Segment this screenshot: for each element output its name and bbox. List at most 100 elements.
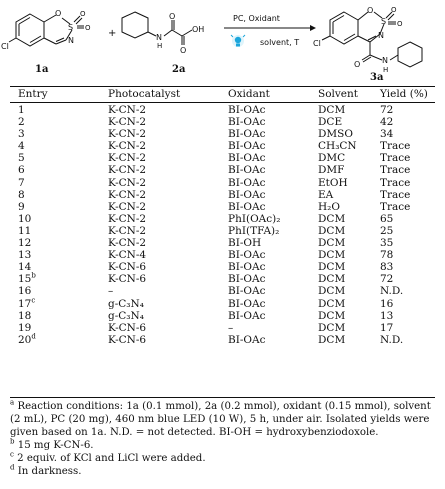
cell-photocatalyst: – [108, 285, 114, 298]
cell-photocatalyst: K-CN-6 [108, 261, 147, 274]
cell-yield: 65 [380, 212, 394, 225]
footnote-d-text: In darkness. [17, 466, 82, 477]
cell-oxidant: BI-OAc [228, 261, 266, 274]
cell-photocatalyst: K-CN-6 [108, 273, 147, 286]
cell-entry: 14 [18, 261, 31, 273]
cell-entry: 12 [18, 237, 31, 249]
o-atom-1a-top: O [80, 10, 86, 18]
cell-yield: 42 [380, 116, 394, 129]
cell-oxidant: BI-OAc [228, 104, 266, 116]
h-atom-2a: H [157, 42, 162, 50]
cell-entry: 13 [18, 249, 31, 261]
o-atom-2a-bottom: O [180, 46, 186, 55]
reactant-1a-label: 1a [35, 64, 49, 75]
cell-oxidant: BI-OAc [228, 188, 266, 201]
cell-solvent: EtOH [318, 176, 348, 189]
cell-oxidant: BI-OAc [228, 309, 266, 322]
entry-number: 9 [18, 200, 25, 213]
cell-oxidant: PhI(OAc)₂ [228, 212, 281, 225]
cell-oxidant: PhI(TFA)₂ [228, 224, 280, 237]
o-atom-3a-top: O [391, 6, 397, 14]
entry-number: 20 [18, 333, 32, 346]
entry-number: 4 [18, 140, 25, 153]
n-atom-1a: N [68, 36, 74, 45]
entry-number: 15 [18, 273, 32, 286]
cell-yield: 25 [380, 224, 394, 237]
cell-oxidant: BI-OH [228, 237, 262, 250]
cell-photocatalyst: K-CN-2 [108, 176, 147, 189]
entry-number: 2 [18, 116, 25, 129]
cell-yield: 72 [380, 273, 394, 286]
entry-number: 14 [18, 261, 32, 274]
cell-solvent: DCM [318, 249, 346, 262]
optimization-table: Entry Photocatalyst Oxidant Solvent Yiel… [10, 86, 435, 346]
cell-entry: 3 [18, 128, 25, 140]
cell-yield: 17 [380, 321, 394, 334]
cell-yield: Trace [380, 152, 411, 165]
footnote-c: c 2 equiv. of KCl and LiCl were added. [10, 451, 435, 465]
cell-solvent: DMSO [318, 128, 353, 141]
reactant-2a-label: 2a [172, 64, 186, 75]
cell-solvent: CH₃CN [318, 140, 357, 153]
cell-entry: 2 [18, 116, 25, 128]
cell-photocatalyst: g-C₃N₄ [108, 309, 144, 322]
entry-number: 1 [18, 104, 25, 116]
reaction-scheme: Cl O S O O N 1a + N H O OH O 2a PC, Oxid… [1, 6, 423, 83]
cell-yield: 83 [380, 261, 394, 274]
cl-atom-1a: Cl [1, 42, 9, 51]
product-3a-benzene-ring [329, 11, 359, 45]
cell-yield: 34 [380, 128, 394, 141]
cell-yield: Trace [380, 176, 411, 189]
cell-yield: Trace [380, 200, 411, 213]
table-bottom-rule [10, 397, 435, 398]
cell-photocatalyst: K-CN-2 [108, 164, 147, 177]
cell-solvent: DCM [318, 285, 346, 298]
cell-oxidant: BI-OAc [228, 200, 266, 213]
entry-number: 11 [18, 224, 32, 237]
cell-photocatalyst: K-CN-2 [108, 104, 147, 116]
cell-yield: Trace [380, 164, 411, 177]
cell-photocatalyst: g-C₃N₄ [108, 297, 144, 310]
cell-entry: 16 [18, 285, 31, 297]
cl-atom-3a: Cl [313, 39, 321, 48]
cell-entry: 20d [18, 332, 36, 346]
cell-solvent: DCM [318, 333, 346, 346]
footnote-b: b 15 mg K-CN-6. [10, 438, 435, 452]
cell-oxidant: BI-OAc [228, 116, 266, 129]
n-atom-3a-amide: N [382, 56, 388, 65]
plus-sign: + [108, 28, 116, 39]
entry-footnote-mark: c [31, 296, 36, 304]
reaction-arrow-head [310, 25, 316, 31]
cell-oxidant: BI-OAc [228, 128, 266, 141]
cell-solvent: DCM [318, 273, 346, 286]
table-top-rule [10, 86, 435, 87]
entry-number: 10 [18, 212, 32, 225]
cell-solvent: DCM [318, 104, 346, 116]
o-atom-3a-amide: O [354, 60, 360, 69]
entry-footnote-mark: d [31, 332, 36, 341]
product-3a-cyclohexane-ring [397, 41, 423, 68]
footnote-d-mark: d [10, 463, 15, 472]
cell-oxidant: BI-OAc [228, 176, 266, 189]
table-header-row: Entry Photocatalyst Oxidant Solvent Yiel… [10, 86, 435, 102]
cell-solvent: DCE [318, 116, 343, 129]
cell-oxidant: BI-OAc [228, 333, 266, 346]
cell-entry: 10 [18, 213, 31, 225]
cell-solvent: DCM [318, 297, 346, 310]
cell-photocatalyst: K-CN-2 [108, 237, 147, 250]
cell-yield: 16 [380, 297, 394, 310]
reactant-1a-benzene-ring [15, 13, 45, 47]
cell-photocatalyst: K-CN-6 [108, 333, 147, 346]
oh-group-2a: OH [192, 25, 204, 34]
nh-atom-2a: N [156, 33, 162, 42]
